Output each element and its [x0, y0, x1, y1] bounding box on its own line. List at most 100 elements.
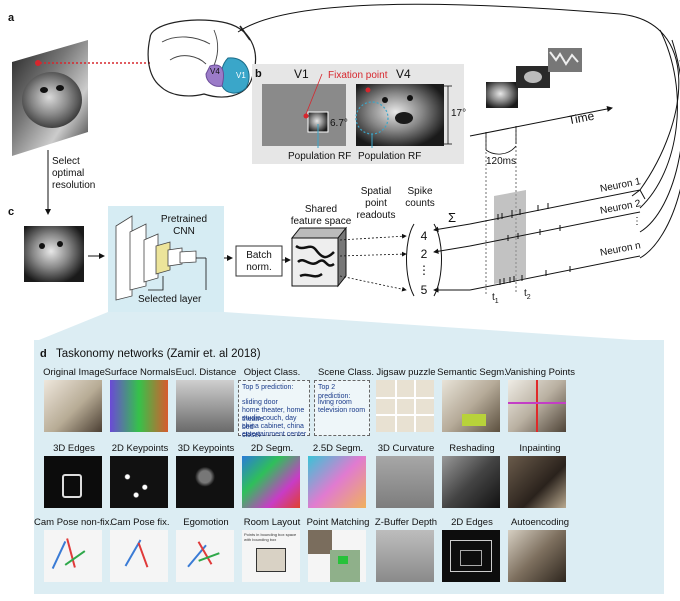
task-label-3d-curvature: 3D Curvature	[377, 443, 435, 454]
t1-label: t1	[492, 292, 499, 305]
scene-pred-2: television room	[318, 407, 366, 414]
task-label-eucl-distance: Eucl. Distance	[175, 367, 237, 378]
task-label-surface-normals: Surface Normals	[104, 367, 176, 378]
count-value-4: 5	[420, 283, 428, 297]
population-rf-v1: Population RF	[288, 151, 352, 162]
monkey-brain	[147, 19, 257, 98]
scene-class-box: Top 2 prediction: living room television…	[314, 380, 370, 436]
spike-window	[494, 190, 526, 284]
object-class-box: Top 5 prediction: sliding door home thea…	[238, 380, 310, 439]
object-pred-3: studio couch, day bed	[242, 415, 297, 431]
fixation-point-label: Fixation point	[328, 70, 388, 81]
task-label-vanishing-points: Vanishing Points	[504, 367, 576, 378]
task-label-2d-edges: 2D Edges	[451, 517, 493, 528]
panel-label-a: a	[8, 12, 15, 24]
timeline-image-1	[486, 82, 518, 108]
spatial-readouts-2: point	[365, 198, 387, 209]
task-label-3d-edges: 3D Edges	[53, 443, 95, 454]
tile-eucl-distance	[176, 380, 234, 432]
shared-feature-label-2: feature space	[290, 216, 352, 227]
task-label-cam-pose-fix: Cam Pose fix.	[110, 517, 170, 528]
tile-3d-edges	[44, 456, 102, 508]
count-value-3: ⋮	[418, 263, 430, 277]
spike-counts-1: Spike	[407, 186, 433, 197]
scene-box-heading: Top 2 prediction:	[318, 384, 351, 400]
task-label-jigsaw: Jigsaw puzzle	[376, 367, 436, 378]
input-image	[24, 226, 84, 282]
task-label-scene-class: Scene Class.	[318, 367, 374, 378]
task-label-zbuffer-depth: Z-Buffer Depth	[374, 517, 438, 528]
feature-cube	[290, 226, 348, 288]
tile-25d-segm	[308, 456, 366, 508]
recording-cable	[237, 3, 680, 191]
spatial-readouts-1: Spatial	[360, 186, 392, 197]
select-text-3: resolution	[52, 180, 96, 191]
tile-3d-keypoints	[176, 456, 234, 508]
room-layout-caption: Points in bounding box space with boundi…	[244, 532, 297, 542]
tile-room-layout: Points in bounding box space with boundi…	[242, 530, 300, 582]
panel-label-b: b	[255, 68, 262, 80]
task-label-inpainting: Inpainting	[519, 443, 561, 454]
tile-semantic-segm	[442, 380, 500, 432]
select-text-2: optimal	[52, 168, 85, 179]
panel-b-v1-title: V1	[294, 67, 309, 81]
tile-inpainting	[508, 456, 566, 508]
task-label-autoencoding: Autoencoding	[510, 517, 570, 528]
task-label-reshading: Reshading	[449, 443, 495, 454]
panel-label-c: c	[8, 206, 15, 218]
task-label-3d-keypoints: 3D Keypoints	[177, 443, 235, 454]
spike-counts-2: counts	[405, 198, 435, 209]
tile-point-matching	[308, 530, 366, 582]
count-value-1: 4	[420, 229, 428, 243]
brain-v4-label: V4	[210, 67, 220, 76]
task-label-point-matching: Point Matching	[306, 517, 370, 528]
tile-zbuffer-depth	[376, 530, 434, 582]
tile-surface-normals	[110, 380, 168, 432]
tile-autoencoding	[508, 530, 566, 582]
panel-b-v4-title: V4	[396, 67, 411, 81]
task-label-2d-keypoints: 2D Keypoints	[111, 443, 169, 454]
task-label-semantic-segm: Semantic Segm.	[437, 367, 507, 378]
interval-label: 120ms	[486, 156, 517, 167]
count-value-2: 2	[420, 247, 428, 261]
taskonomy-title: Taskonomy networks (Zamir et. al 2018)	[56, 348, 261, 360]
scene-pred-1: living room	[318, 399, 352, 406]
object-box-heading: Top 5 prediction:	[242, 384, 294, 391]
object-pred-1: sliding door	[242, 399, 278, 406]
t2-label: t2	[524, 288, 531, 301]
field-size-label: 17°	[451, 108, 467, 119]
object-pred-5: entertainment center	[242, 431, 307, 438]
batch-norm-label-1: Batch	[246, 250, 272, 261]
tile-2d-keypoints	[110, 456, 168, 508]
tile-reshading	[442, 456, 500, 508]
time-axis	[469, 106, 613, 137]
task-label-25d-segm: 2.5D Segm.	[312, 443, 364, 454]
batch-norm-box	[235, 245, 283, 277]
tile-2d-segm	[242, 456, 300, 508]
spike-raster	[469, 189, 641, 291]
task-label-object-class: Object Class.	[243, 367, 301, 378]
object-pred-2: home theater, home theatre	[242, 407, 305, 423]
tile-jigsaw	[376, 380, 434, 432]
tile-cam-pose-fix	[110, 530, 168, 582]
sum-symbol: Σ	[448, 210, 457, 225]
stimulus-image	[12, 40, 88, 156]
tile-original-image	[44, 380, 102, 432]
spatial-readouts-3: readouts	[356, 210, 396, 221]
tile-2d-edges	[442, 530, 500, 582]
neuron-dots: ⋮	[632, 216, 642, 227]
pretrained-label-2: CNN	[173, 226, 195, 237]
task-label-cam-pose-nonfix: Cam Pose non-fix.	[34, 517, 113, 528]
select-text-1: Select	[52, 156, 80, 167]
panel-label-d: d	[40, 348, 47, 360]
shared-feature-label-1: Shared	[304, 204, 338, 215]
pretrained-label-1: Pretrained	[160, 214, 208, 225]
tile-vanishing-points	[508, 380, 566, 432]
tile-3d-curvature	[376, 456, 434, 508]
object-pred-4: china cabinet, china closet	[242, 423, 304, 439]
tile-egomotion	[176, 530, 234, 582]
rf-size-label: 6.7°	[330, 118, 348, 129]
task-label-egomotion: Egomotion	[183, 517, 229, 528]
tile-cam-pose-nonfix	[44, 530, 102, 582]
